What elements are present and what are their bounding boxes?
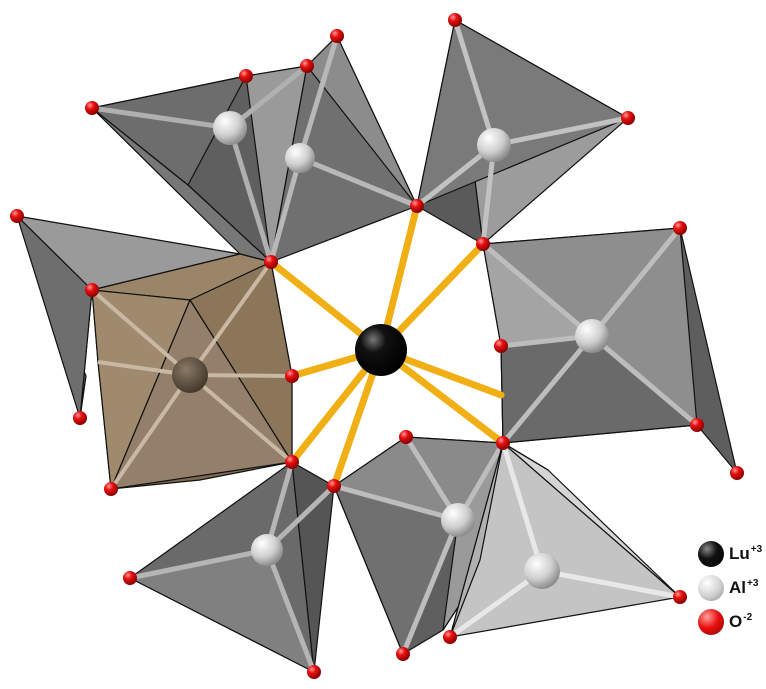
al-atom	[251, 534, 283, 566]
o-atom	[690, 418, 704, 432]
o-atom	[673, 590, 687, 604]
al-atom	[477, 128, 511, 162]
polyhedron-right	[481, 226, 738, 474]
o-atom	[730, 466, 744, 480]
o-atom	[104, 482, 118, 496]
o-atom	[476, 237, 490, 251]
o-atom	[673, 221, 687, 235]
gray-sphere-icon	[698, 575, 724, 601]
aluminum-atoms	[213, 111, 609, 589]
o-atom	[285, 455, 299, 469]
o-atom	[327, 479, 341, 493]
o-atom	[300, 59, 314, 73]
oxygen-atoms	[10, 13, 744, 679]
legend-item-lu: Lu+3	[696, 538, 764, 572]
polyhedron-top-center	[268, 35, 418, 263]
o-atom	[448, 13, 462, 27]
polyhedron-bottom-left	[129, 461, 336, 673]
lutetium-dodecahedron	[90, 253, 294, 491]
o-atom	[73, 411, 87, 425]
legend: Lu+3 Al+3 O-2	[696, 538, 764, 640]
o-atom	[496, 436, 510, 450]
legend-label: Lu+3	[729, 544, 763, 563]
o-atom	[123, 571, 137, 585]
legend-item-o: O-2	[696, 606, 764, 640]
polyhedron-top-right	[415, 19, 629, 245]
o-atom	[396, 647, 410, 661]
o-atom	[399, 430, 413, 444]
o-atom	[410, 199, 424, 213]
o-atom	[239, 69, 253, 83]
o-atom	[330, 29, 344, 43]
o-atom	[85, 283, 99, 297]
o-atom	[621, 111, 635, 125]
al-atom	[575, 319, 609, 353]
legend-label: O-2	[729, 612, 753, 631]
o-atom	[10, 209, 24, 223]
al-atom	[213, 111, 247, 145]
o-atom	[307, 665, 321, 679]
al-atom	[285, 143, 315, 173]
red-sphere-icon	[698, 609, 724, 635]
polyhedron-left	[16, 215, 241, 419]
black-sphere-icon	[698, 541, 724, 567]
legend-label: Al+3	[729, 578, 759, 597]
o-atom	[494, 339, 508, 353]
o-atom	[285, 369, 299, 383]
o-atom	[85, 101, 99, 115]
lu-atom	[355, 324, 407, 376]
al-atom	[441, 503, 475, 537]
polyhedron-bottom-right	[448, 442, 681, 640]
o-atom	[264, 255, 278, 269]
legend-item-al: Al+3	[696, 572, 764, 606]
polyhedron-top-left	[91, 64, 309, 263]
o-atom	[443, 630, 457, 644]
al-atom	[524, 553, 560, 589]
aluminum-polyhedra	[16, 19, 738, 673]
